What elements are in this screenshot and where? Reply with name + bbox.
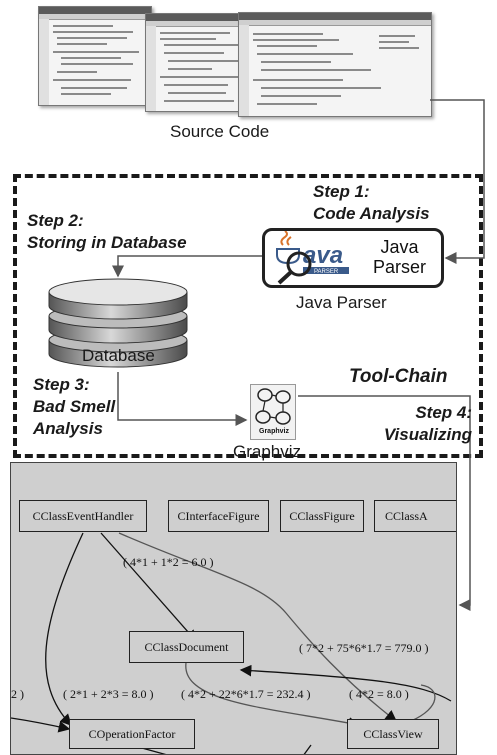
graphviz-caption: Graphviz: [233, 442, 302, 461]
step-4-label: Step 4: Visualizing: [383, 403, 472, 444]
edge-label-e5: ( 4*2 = 8.0 ): [349, 687, 409, 701]
java-parser-logo-text: Java Parser: [373, 237, 427, 277]
database-icon: [48, 278, 188, 368]
tool-chain-box: [13, 174, 483, 458]
node-class-document: CClassDocument: [129, 631, 244, 663]
tool-chain-label: Tool-Chain: [349, 366, 448, 387]
node-class-figure: CClassFigure: [280, 500, 364, 532]
source-window-1: [38, 6, 152, 106]
step-2-label: Step 2: Storing in Database: [27, 211, 187, 252]
edge-label-e1: ( 4*1 + 1*2 = 6.0 ): [123, 555, 214, 569]
graphviz-logo-text: Graphviz: [259, 428, 289, 435]
java-logo-icon: ava PARSER: [276, 231, 349, 285]
source-window-3: [238, 12, 432, 117]
step-3-label: Step 3: Bad Smell Analysis: [33, 375, 116, 438]
source-window-2: [145, 13, 252, 112]
edge-label-e6: 2 ): [11, 687, 24, 701]
node-interface-figure: CInterfaceFigure: [168, 500, 269, 532]
edge-label-e3: ( 2*1 + 2*3 = 8.0 ): [63, 687, 154, 701]
java-parser-logo: ava PARSER Java Parser: [262, 228, 444, 288]
node-class-a: CClassA: [374, 500, 456, 532]
node-class-view: CClassView: [347, 719, 439, 749]
source-code-caption: Source Code: [170, 122, 270, 141]
edge-label-e4: ( 4*2 + 22*6*1.7 = 232.4 ): [181, 687, 311, 701]
svg-text:PARSER: PARSER: [314, 269, 339, 275]
java-parser-caption: Java Parser: [296, 293, 387, 312]
edge-label-e2: ( 7*2 + 75*6*1.7 = 779.0 ): [299, 641, 429, 655]
graphviz-graph-icon: [255, 388, 291, 425]
graph-edges: [11, 532, 452, 754]
node-operation-factor: COperationFactor: [69, 719, 195, 749]
graph-panel: CClassEventHandler CInterfaceFigure CCla…: [10, 462, 457, 755]
database-caption: Database: [82, 346, 155, 365]
node-class-event-handler: CClassEventHandler: [19, 500, 147, 532]
graphviz-logo: Graphviz: [250, 384, 296, 440]
step-1-label: Step 1: Code Analysis: [313, 182, 430, 223]
